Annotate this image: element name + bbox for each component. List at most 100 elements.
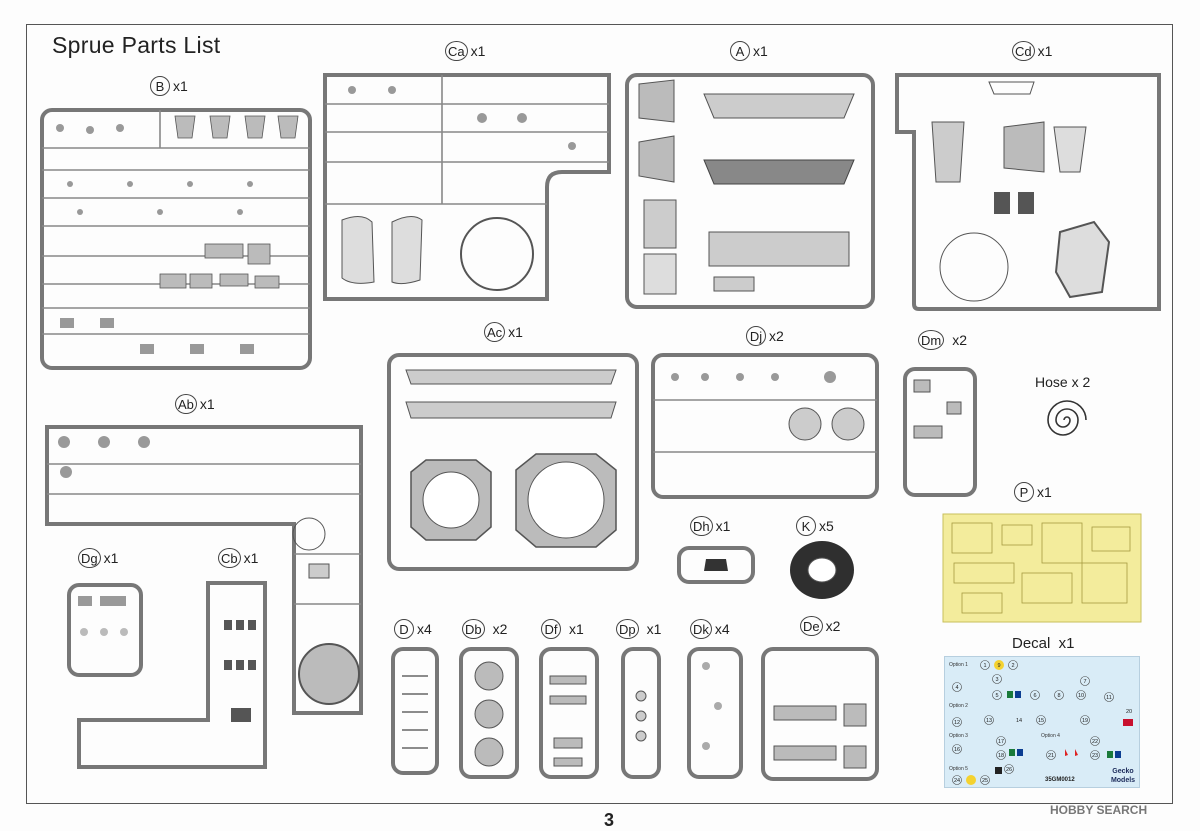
sprue-p-drawing <box>942 513 1142 623</box>
decal-num-17: 17 <box>998 739 1004 745</box>
sprue-qty-d: x4 <box>417 621 432 637</box>
sprue-code-ca: Ca <box>445 41 468 61</box>
sprue-qty-dm: x2 <box>952 332 968 348</box>
sprue-dm-drawing <box>903 367 977 497</box>
sprue-qty-ac: x1 <box>508 324 523 340</box>
page-frame <box>26 24 1173 804</box>
decal-num-12: 12 <box>954 720 960 726</box>
sprue-code-p: P <box>1014 482 1034 502</box>
sprue-code-df: Df <box>541 619 561 639</box>
decal-num-5: 5 <box>995 693 998 699</box>
sprue-qty-db: x2 <box>492 621 508 637</box>
hose-label: Hose x 2 <box>1035 374 1091 390</box>
sprue-qty-cb: x1 <box>243 550 259 566</box>
decal-brand-2: Models <box>1111 777 1135 784</box>
tire-k-drawing <box>790 541 854 599</box>
sprue-label-df: Df x1 <box>541 619 584 639</box>
decal-num-7: 7 <box>1083 679 1086 685</box>
sprue-code-ac: Ac <box>484 322 506 342</box>
page-title: Sprue Parts List <box>52 32 221 58</box>
sprue-code-a: A <box>730 41 750 61</box>
sprue-qty-cd: x1 <box>1037 43 1053 59</box>
decal-brand-1: Gecko <box>1112 768 1133 775</box>
sprue-df-drawing <box>539 647 599 779</box>
decal-num-21: 21 <box>1048 753 1054 759</box>
sprue-qty-de: x2 <box>825 618 841 634</box>
decal-num-26: 26 <box>1006 767 1012 773</box>
decal-num-22: 22 <box>1092 739 1098 745</box>
watermark: HOBBY SEARCH <box>1050 803 1148 817</box>
sprue-ac-drawing <box>387 353 639 571</box>
decal-product-code: 35GM0012 <box>1045 777 1075 783</box>
decal-option-2: Option 2 <box>949 703 968 709</box>
sprue-label-dp: Dp x1 <box>616 619 661 639</box>
sprue-code-ab: Ab <box>175 394 197 414</box>
decal-num-11: 11 <box>1106 695 1112 701</box>
decal-num-1: 1 <box>983 663 986 669</box>
page-number: 3 <box>604 810 615 830</box>
sprue-ca-drawing <box>323 73 611 301</box>
decal-num-24: 24 <box>954 778 960 784</box>
sprue-cb-drawing <box>77 581 267 769</box>
sprue-code-de: De <box>800 616 823 636</box>
sprue-qty-dh: x1 <box>715 518 731 534</box>
decal-num-4: 4 <box>955 685 958 691</box>
sprue-qty-p: x1 <box>1037 484 1052 500</box>
sprue-code-d: D <box>394 619 414 639</box>
sprue-qty-k: x5 <box>819 518 834 534</box>
sprue-qty-ca: x1 <box>470 43 486 59</box>
decal-num-10: 10 <box>1078 693 1084 699</box>
decal-label: Decal x1 <box>1012 635 1075 652</box>
decal-num-9: 9 <box>997 663 1000 669</box>
sprue-dp-drawing <box>621 647 661 779</box>
decal-option-3: Option 3 <box>949 733 968 739</box>
decal-num-18: 18 <box>998 753 1004 759</box>
decal-num-6: 6 <box>1033 693 1036 699</box>
sprue-qty-b: x1 <box>173 78 188 94</box>
sprue-dj-drawing <box>651 353 879 499</box>
sprue-code-dm: Dm <box>918 330 945 350</box>
decal-num-16: 16 <box>954 747 960 753</box>
decal-option-5: Option 5 <box>949 766 968 772</box>
sprue-d-drawing <box>391 647 439 775</box>
sprue-code-dk: Dk <box>690 619 712 639</box>
sprue-dh-drawing <box>677 546 755 584</box>
decal-option-4: Option 4 <box>1041 733 1060 739</box>
decal-num-23: 23 <box>1092 753 1098 759</box>
sprue-dg-drawing <box>67 583 143 677</box>
sprue-label-db: Db x2 <box>462 619 507 639</box>
sprue-code-dg: Dg <box>78 548 101 568</box>
sprue-qty-df: x1 <box>569 621 584 637</box>
sprue-db-drawing <box>459 647 519 779</box>
decal-num-14: 14 <box>1016 718 1022 724</box>
sprue-code-dp: Dp <box>616 619 639 639</box>
sprue-qty-dp: x1 <box>646 621 662 637</box>
sprue-code-cd: Cd <box>1012 41 1035 61</box>
sprue-b-drawing <box>40 108 312 370</box>
decal-num-19: 19 <box>1082 718 1088 724</box>
sprue-cd-drawing <box>895 73 1161 311</box>
sprue-code-dh: Dh <box>690 516 713 536</box>
sprue-code-dj: Dj <box>746 326 766 346</box>
sprue-code-db: Db <box>462 619 485 639</box>
sprue-qty-dk: x4 <box>714 621 730 637</box>
sprue-ab-drawing <box>45 425 363 715</box>
sprue-qty-ab: x1 <box>199 396 215 412</box>
decal-num-3: 3 <box>995 677 998 683</box>
decal-num-25: 25 <box>982 778 988 784</box>
sprue-dk-drawing <box>687 647 743 779</box>
decal-num-15: 15 <box>1038 718 1044 724</box>
sprue-code-b: B <box>150 76 170 96</box>
